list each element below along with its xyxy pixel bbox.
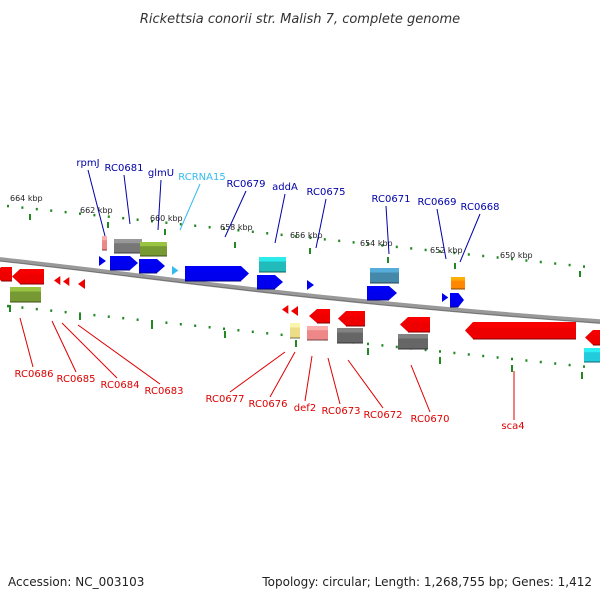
gene-layer — [0, 236, 600, 363]
gene-RC0676-label: RC0676 — [249, 399, 288, 410]
genome-backbone — [0, 257, 600, 324]
kbp-label: 662 kbp — [80, 206, 113, 215]
genome-backbone-shadow — [0, 260, 600, 324]
gene-RC0681-label: RC0681 — [105, 163, 144, 174]
kbp-label: 660 kbp — [150, 214, 183, 223]
gene-RCRNA15-label: RCRNA15 — [178, 172, 225, 183]
kbp-label: 656 kbp — [290, 231, 323, 240]
gene-next-cog — [584, 348, 600, 363]
gene-RC0669-label: RC0669 — [418, 197, 457, 208]
gene-RC0676-cog — [290, 323, 300, 339]
gene-RCRNA15-leader — [179, 183, 201, 231]
gene-RC0681-leader — [123, 174, 131, 225]
gene-RC0686-cog — [10, 287, 41, 303]
gene-RC0672-label: RC0672 — [364, 410, 403, 421]
gene-RC0686-label: RC0686 — [15, 369, 54, 380]
gene-RC0673-label: RC0673 — [322, 406, 361, 417]
gene-RC0668-label: RC0668 — [461, 202, 500, 213]
gene-glmU-label: glmU — [148, 168, 174, 179]
gene-RC0669 — [442, 293, 449, 302]
gene-sca4 — [465, 322, 576, 340]
gene-RC0675-label: RC0675 — [307, 187, 346, 198]
map-title: Rickettsia conorii str. Malish 7, comple… — [140, 12, 460, 27]
gene-RC0677-label: RC0677 — [206, 394, 245, 405]
gene-RC0679-label: RC0679 — [227, 179, 266, 190]
gene-RC0675 — [307, 280, 314, 290]
gene-glmU-leader — [157, 179, 162, 231]
gene-rpmJ — [99, 256, 106, 266]
gene-addA — [257, 275, 283, 290]
gene-RC0684 — [63, 277, 70, 286]
gene-rpmJ-label: rpmJ — [76, 158, 99, 169]
kbp-label: 654 kbp — [360, 239, 393, 248]
gene-RC0671-cog — [370, 268, 399, 284]
gene-RC0686-leader — [19, 317, 34, 368]
gene-RC0685-label: RC0685 — [57, 374, 96, 385]
gene-RC0668-leader — [459, 213, 481, 263]
gene-RC0673 — [338, 311, 365, 327]
gene-glmU — [139, 259, 165, 274]
gene-RC0681-cog — [114, 239, 142, 254]
gene-RC0672-leader — [347, 359, 384, 409]
gene-RC0675-leader — [315, 198, 327, 249]
gene-sca4-label: sca4 — [501, 421, 524, 432]
gene-RC0685 — [54, 276, 61, 285]
gene-RC0684-leader — [61, 322, 118, 379]
gene-RC0670-cog — [398, 334, 428, 350]
gene-RC0670-label: RC0670 — [411, 414, 450, 425]
gene-RC0685-leader — [51, 320, 77, 373]
gene-RC0669-cog — [451, 277, 465, 290]
gene-RC0669-leader — [436, 208, 447, 260]
gene-glmU-cog — [140, 242, 167, 257]
kbp-label: 650 kbp — [500, 251, 533, 260]
genome-summary-text: Topology: circular; Length: 1,268,755 bp… — [261, 575, 592, 589]
gene-RC0679 — [185, 266, 249, 282]
gene-RC0671-label: RC0671 — [372, 194, 411, 205]
gene-def2-leader — [304, 355, 313, 402]
gene-def2-label: def2 — [294, 403, 316, 414]
accession-text: Accession: NC_003103 — [8, 575, 144, 589]
gene-RC0673-leader — [327, 357, 341, 405]
gene-RC0676 — [291, 306, 298, 316]
gene-RC0684-label: RC0684 — [101, 380, 140, 391]
gene-RC0686 — [12, 269, 44, 285]
kbp-label: 652 kbp — [430, 246, 463, 255]
gene-RC0671-leader — [385, 205, 390, 255]
gene-addA-leader — [274, 193, 286, 244]
gene-RC0679-leader — [224, 190, 247, 238]
ruler-layer: 664 kbp 662 kbp 660 kbp 658 kbp 656 kbp 654 k… — [7, 194, 585, 379]
gene-RC0670 — [400, 317, 430, 333]
gene-RC0676-leader — [269, 351, 296, 398]
gene-RC0677 — [282, 305, 289, 314]
gene-RC0683-leader — [77, 324, 161, 385]
kbp-label: 658 kbp — [220, 223, 253, 232]
gene-RC0671 — [367, 286, 397, 301]
gene-next — [585, 330, 600, 346]
gene-addA-label: addA — [272, 182, 298, 193]
gene-rpmJ — [102, 236, 107, 251]
gene-def2-cog — [307, 326, 328, 341]
gene-RC0673-cog — [337, 328, 363, 344]
gene-addA-cog — [259, 257, 286, 273]
gene-RC0683-label: RC0683 — [145, 386, 184, 397]
gene-RC0677-leader — [229, 351, 286, 393]
gene-rpmJ-leader — [87, 169, 106, 237]
kbp-label: 664 kbp — [10, 194, 43, 203]
gene-RC0670-leader — [410, 364, 431, 413]
gene-RC0681 — [110, 256, 138, 271]
gene-RCRNA15 — [172, 266, 179, 275]
gene-RC0687 — [0, 267, 13, 282]
gene-def2 — [309, 309, 330, 324]
gene-RC0668 — [450, 293, 464, 308]
gene-RC0683 — [78, 279, 85, 289]
